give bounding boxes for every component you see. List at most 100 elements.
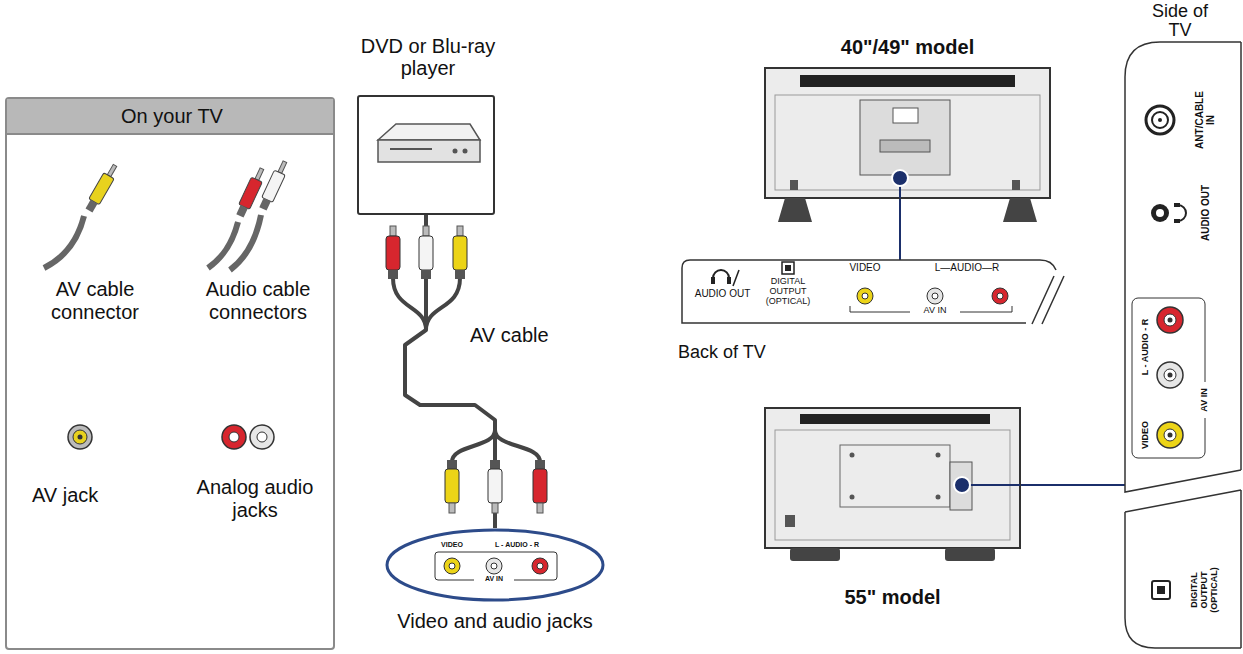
node-text: L - AUDIO - R bbox=[1140, 302, 1152, 392]
node-outline bbox=[385, 528, 605, 602]
back-panel-jacks bbox=[992, 288, 1008, 304]
audio-cable-connector-icon bbox=[255, 168, 264, 181]
tv-back-illustration bbox=[790, 180, 798, 190]
tv-back-illustration bbox=[850, 495, 855, 500]
tv-back-illustration bbox=[765, 68, 1050, 198]
rca-plug bbox=[423, 226, 429, 236]
rca-plug bbox=[453, 226, 467, 279]
node-text: Video and audio jacks bbox=[365, 610, 625, 633]
disc-player-icon bbox=[453, 149, 458, 154]
rca-jack bbox=[444, 558, 548, 574]
part-label: AV cable bbox=[470, 324, 590, 347]
analog-audio-jack-icon bbox=[229, 432, 239, 442]
rca-plug bbox=[419, 236, 433, 270]
av-jack-icon bbox=[78, 435, 83, 440]
rca-plug bbox=[535, 460, 545, 469]
back-panel-jacks bbox=[997, 293, 1003, 299]
side-panel-jacks bbox=[1174, 203, 1180, 207]
analog-audio-jack-icon bbox=[257, 432, 267, 442]
av-cable-wires bbox=[393, 278, 540, 462]
tv-back-illustration bbox=[840, 445, 950, 507]
rca-plug bbox=[533, 460, 547, 513]
rca-plug bbox=[445, 469, 459, 503]
audio-cable-connector-icon bbox=[262, 170, 286, 202]
side-panel-jacks bbox=[1156, 209, 1164, 217]
panel-box: On your TV bbox=[5, 97, 335, 650]
side-panel-jacks bbox=[1157, 422, 1183, 448]
side-panel-jacks bbox=[1151, 204, 1169, 222]
node-text: L—AUDIO—R bbox=[912, 262, 1022, 274]
node-text: AUDIO OUT bbox=[1198, 177, 1212, 249]
side-panel-jacks bbox=[1157, 362, 1183, 388]
side-panel-jacks bbox=[1178, 205, 1186, 221]
rca-plug bbox=[492, 503, 498, 513]
node-text: AUDIO OUT bbox=[685, 288, 760, 300]
rca-plug bbox=[449, 503, 455, 513]
side-panel-jacks bbox=[1132, 298, 1205, 458]
audio-cable-connector-icon bbox=[234, 166, 267, 218]
node-text: AV IN bbox=[910, 306, 960, 315]
disc-player-icon bbox=[378, 124, 480, 140]
tv-back-illustration bbox=[936, 453, 941, 458]
audio-cable-connector-icon bbox=[239, 177, 263, 209]
av-cable-connector-icon bbox=[89, 173, 114, 205]
rca-jack bbox=[491, 563, 497, 569]
tv-back-illustration bbox=[880, 140, 930, 152]
audio-cable-connector-icon bbox=[257, 159, 290, 211]
tv-back-illustration bbox=[775, 95, 1040, 190]
rca-plug bbox=[533, 469, 547, 503]
tv-figure: 55" model bbox=[765, 408, 1020, 570]
analog-audio-jack-icon bbox=[222, 425, 274, 449]
node-text: On your TV bbox=[7, 105, 337, 128]
tv-back-illustration bbox=[893, 108, 918, 123]
audio-cable-connector-icon bbox=[236, 205, 247, 217]
rca-jack bbox=[537, 563, 543, 569]
tv-back-illustration bbox=[778, 198, 812, 222]
leader-line bbox=[899, 198, 901, 260]
side-panel-jacks bbox=[1152, 581, 1170, 599]
av-jack-icon bbox=[68, 425, 92, 449]
audio-cable-connector-icon bbox=[230, 215, 261, 270]
av-cable-connector-icon bbox=[86, 200, 98, 213]
audio-cable-connector-icon bbox=[208, 159, 290, 270]
disc-player-icon bbox=[378, 124, 480, 162]
node-text: ANT/CABLE IN bbox=[1193, 89, 1217, 151]
tv-back-illustration bbox=[936, 495, 941, 500]
side-panel-jacks bbox=[1168, 433, 1173, 438]
analog-audio-jack-icon bbox=[222, 425, 246, 449]
back-panel-jacks bbox=[733, 270, 739, 286]
tv-back-illustration bbox=[790, 548, 840, 561]
node-text: AV IN bbox=[1198, 382, 1212, 418]
device-box: DVD or Blu-ray player bbox=[357, 95, 495, 215]
node-text: DIGITAL OUTPUT (OPTICAL) bbox=[762, 277, 814, 307]
back-panel-jacks bbox=[785, 265, 791, 271]
tv-back-illustration bbox=[950, 462, 972, 510]
av-cable-connector-icon bbox=[44, 216, 84, 268]
side-panel-jacks bbox=[1146, 106, 1174, 134]
tv-back-illustration bbox=[860, 100, 950, 175]
node-text: 55" model bbox=[765, 586, 1020, 609]
side-panel-jacks bbox=[1157, 586, 1165, 594]
rca-plug bbox=[537, 503, 543, 513]
tv-back-illustration bbox=[850, 453, 855, 458]
rca-plug bbox=[488, 460, 502, 513]
back-panel-jacks bbox=[711, 277, 715, 284]
av-cable-connector-icon bbox=[107, 164, 116, 176]
rca-plug bbox=[455, 270, 465, 279]
back-panel-jacks bbox=[932, 293, 938, 299]
rca-plug bbox=[390, 226, 396, 236]
av-cable-wires bbox=[393, 278, 426, 330]
side-panel-jacks bbox=[1152, 112, 1168, 128]
node-text: Back of TV bbox=[678, 342, 828, 363]
node-text: L - AUDIO - R bbox=[477, 541, 557, 549]
av-cable bbox=[405, 215, 495, 528]
disc-player-icon bbox=[463, 149, 468, 154]
side-panel-jacks bbox=[1168, 373, 1173, 378]
rca-plug bbox=[447, 460, 457, 469]
node-text: VIDEO bbox=[432, 541, 472, 549]
connector-panel: AUDIO OUTDIGITAL OUTPUT (OPTICAL)VIDEOL—… bbox=[680, 258, 1075, 325]
leader-line bbox=[1020, 484, 1125, 486]
tv-back-illustration bbox=[785, 515, 795, 527]
av-cable-connector-icon bbox=[84, 162, 120, 213]
